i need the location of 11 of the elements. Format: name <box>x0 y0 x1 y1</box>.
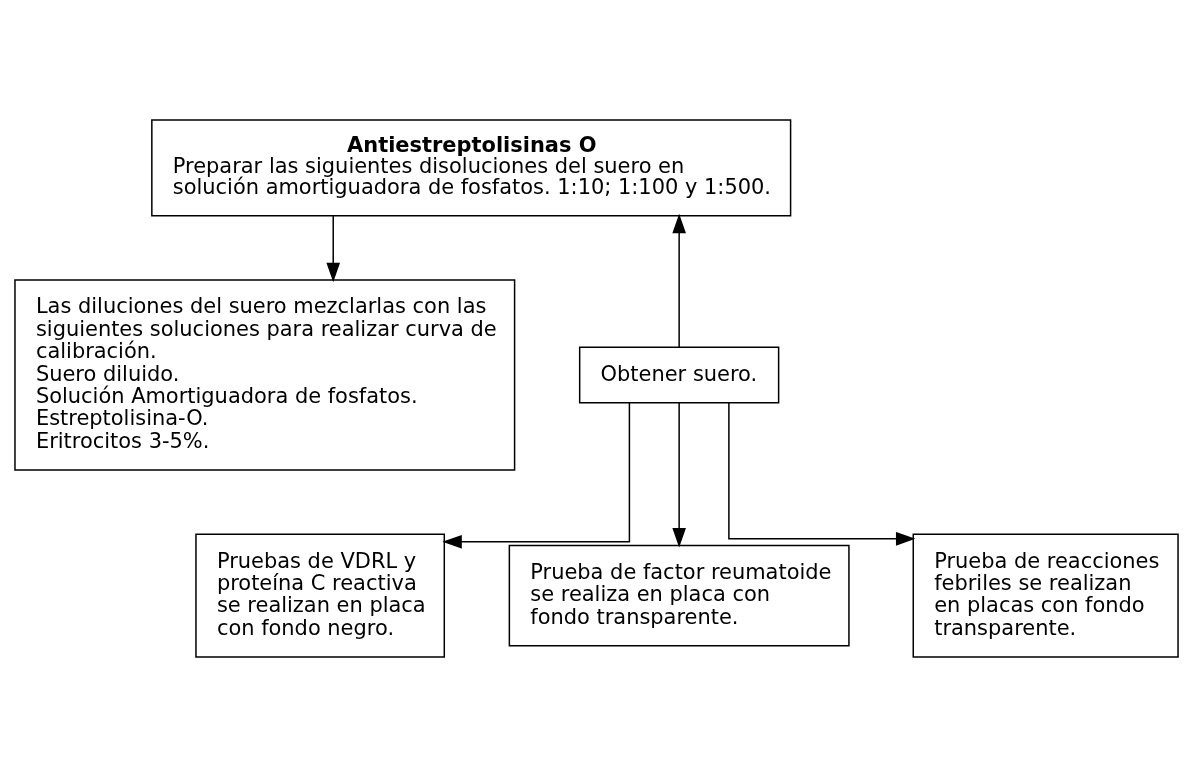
arrow <box>442 402 631 549</box>
arrow <box>672 213 686 348</box>
node-box: Antiestreptolisinas O Preparar las siguientes disoluciones del suero en solución amortiguadora de fosfatos. 1:10; 1:100 y 1:500. <box>151 119 792 217</box>
arrow <box>728 402 916 546</box>
node-box: Prueba de factor reumatoide se realiza en placa con fondo transparente. <box>508 544 850 647</box>
node-box: Las diluciones del suero mezclarlas con las siguientes soluciones para realizar curva de calibración. Suero diluido. Solución Amortiguadora de fosfatos. Estreptolisina-O. Eritrocitos 3-5%. <box>14 279 516 471</box>
node-box: Pruebas de VDRL y proteína C reactiva se realizan en placa con fondo negro. <box>195 533 446 658</box>
arrow <box>326 215 341 283</box>
arrow <box>672 402 686 548</box>
node-box: Obtener suero. <box>578 346 780 404</box>
node-box: Prueba de reacciones febriles se realizan en placas con fondo transparente. <box>912 533 1179 658</box>
